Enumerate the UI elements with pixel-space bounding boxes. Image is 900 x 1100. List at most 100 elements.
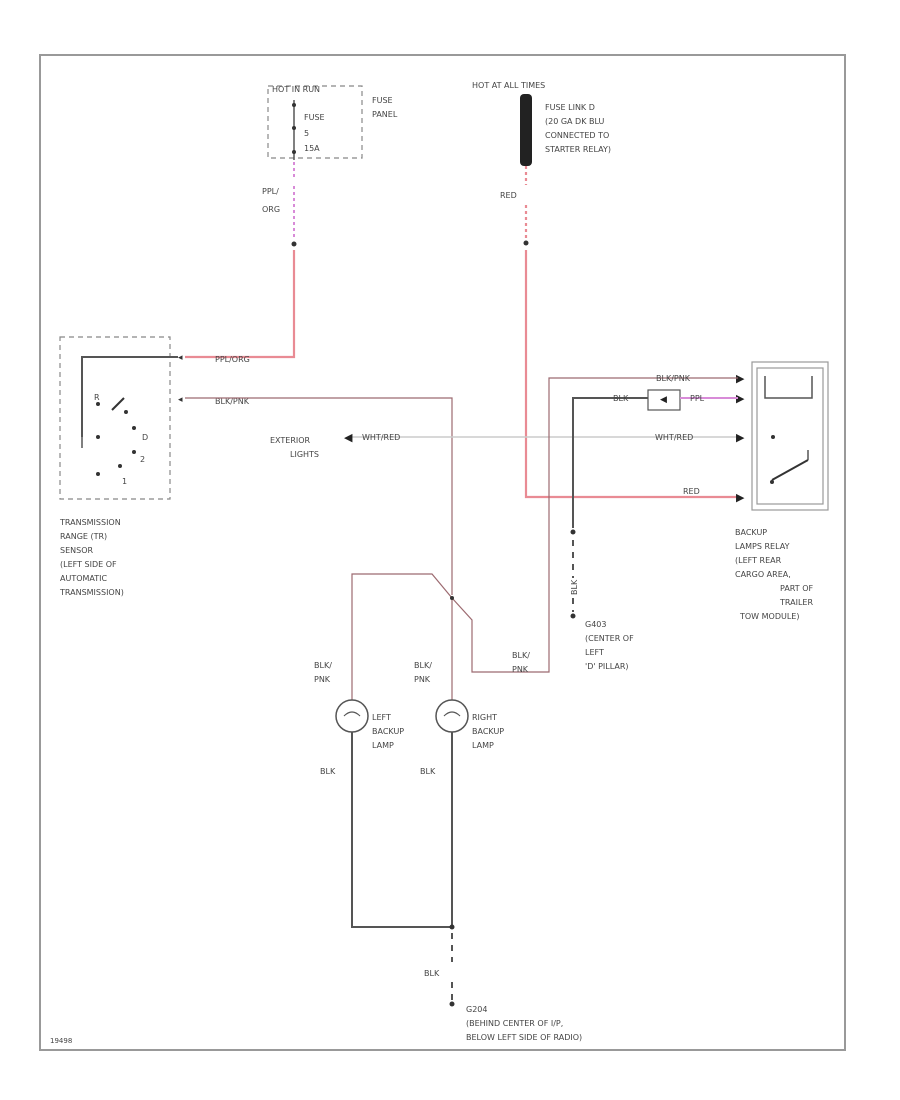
relay-label-1: LAMPS RELAY [735, 542, 790, 551]
relay-inner [756, 367, 824, 505]
exterior-lights-line1: EXTERIOR [270, 436, 311, 445]
right-lamp-line3: LAMP [472, 741, 494, 750]
wire-label-blk-right-lamp: BLK [420, 767, 436, 776]
wire-label-ppl-org-tr: PPL/ORG [215, 355, 250, 364]
wire-label-ppl-relay: PPL [690, 394, 705, 403]
wire-label-ppl-org-2: ORG [262, 205, 280, 214]
backup-lamps-relay: BACKUP LAMPS RELAY (LEFT REAR CARGO AREA… [735, 361, 829, 621]
left-lamp-line3: LAMP [372, 741, 394, 750]
relay-box [751, 361, 829, 511]
fuse-link-d-icon [520, 94, 532, 166]
fuse-link-line3: CONNECTED TO [545, 131, 609, 140]
exterior-lights-line2: LIGHTS [290, 450, 319, 459]
connector-arrow-icon: ◀ [660, 395, 667, 405]
ground-g403-icon [570, 613, 576, 619]
left-lamp-bulb-icon [335, 699, 369, 733]
connector-arrow-icon: ◀ [344, 431, 353, 444]
relay-label-4: PART OF [780, 584, 813, 593]
wire-label-blk-pnk-right-1: BLK/ [414, 661, 432, 670]
wire-red [524, 250, 738, 499]
wire-label-red-top: RED [500, 191, 517, 200]
tr-sensor: R D 2 1 TRANSMISSION RANGE (TR) SENSOR (… [59, 336, 178, 597]
wire-label-blk-pnk-join-2: PNK [512, 665, 529, 674]
wire-label-red-relay: RED [683, 487, 700, 496]
left-lamp-line1: LEFT [372, 713, 391, 722]
wire-blk-pnk-relay [451, 377, 738, 673]
left-backup-lamp: LEFT BACKUP LAMP [335, 699, 404, 750]
g403-label-3: 'D' PILLAR) [585, 662, 629, 671]
connector-arrow-icon: ◂ [178, 353, 183, 363]
connector-arrow-icon: ▶ [736, 392, 745, 405]
tr-sensor-label-1: RANGE (TR) [60, 532, 107, 541]
g403-label-2: LEFT [585, 648, 604, 657]
right-lamp-bulb-icon [435, 699, 469, 733]
wire-label-blk-vert: BLK [570, 579, 579, 595]
g204-line2: (BEHIND CENTER OF I/P, [466, 1019, 563, 1028]
g403-label-0: G403 [585, 620, 606, 629]
fuse-link-header: HOT AT ALL TIMES [472, 81, 545, 90]
diagram-frame [39, 54, 846, 1051]
tr-pin-1: 1 [122, 477, 127, 486]
tr-pin-d: D [142, 433, 148, 442]
ground-g204-icon [449, 1001, 455, 1007]
tr-pin-2: 2 [140, 455, 145, 464]
left-lamp-line2: BACKUP [372, 727, 404, 736]
relay-switch-icon [771, 459, 809, 481]
wire-label-blk-left-lamp: BLK [320, 767, 336, 776]
relay-label-0: BACKUP [735, 528, 767, 537]
g403-label-1: (CENTER OF [585, 634, 634, 643]
fuse-panel-name-2: PANEL [372, 110, 398, 119]
inline-connector-icon [647, 389, 681, 411]
tr-pin-r: R [94, 393, 100, 402]
relay-label-6: TOW MODULE) [739, 612, 799, 621]
wire-label-blk-pnk-left-2: PNK [314, 675, 331, 684]
wire-blk-pnk-left [351, 573, 453, 700]
wire-label-blk-pnk-join-1: BLK/ [512, 651, 530, 660]
right-lamp-line1: RIGHT [472, 713, 497, 722]
wire-label-ppl-org-1: PPL/ [262, 187, 279, 196]
connector-arrow-icon: ◂ [178, 395, 183, 405]
g204-line3: BELOW LEFT SIDE OF RADIO) [466, 1033, 582, 1042]
right-lamp-line2: BACKUP [472, 727, 504, 736]
right-backup-lamp: RIGHT BACKUP LAMP [435, 699, 504, 750]
wire-blk-lamps [351, 732, 452, 928]
relay-coil-icon [764, 376, 813, 399]
fuse-label: FUSE [304, 113, 325, 122]
tr-sensor-box [59, 336, 171, 500]
wire-label-blk-pnk-relay: BLK/PNK [656, 374, 691, 383]
tr-sensor-label-5: TRANSMISSION) [59, 588, 124, 597]
range-switch-contact-icon [111, 397, 125, 411]
relay-label-5: TRAILER [779, 598, 813, 607]
tr-sensor-label-3: (LEFT SIDE OF [60, 560, 117, 569]
g204-line1: G204 [466, 1005, 487, 1014]
connector-arrow-icon: ▶ [736, 431, 745, 444]
wire-blk [572, 397, 648, 528]
fuse-rating: 15A [304, 144, 320, 153]
wire-label-wht-red-right: WHT/RED [655, 433, 693, 442]
fuse-panel-name-1: FUSE [372, 96, 393, 105]
wire-ppl-org [185, 250, 296, 359]
wire-label-blk-ground: BLK [424, 969, 440, 978]
connector-arrow-icon: ▶ [736, 491, 745, 504]
diagram-code: 19498 [50, 1037, 72, 1045]
wire-blk-pnk-tr [185, 397, 453, 595]
fuse-number: 5 [304, 129, 309, 138]
fuse-panel: HOT IN RUN FUSE 5 15A FUSE PANEL [267, 85, 398, 160]
relay-label-2: (LEFT REAR [735, 556, 782, 565]
relay-label-3: CARGO AREA, [735, 570, 791, 579]
tr-sensor-label-0: TRANSMISSION [59, 518, 121, 527]
tr-sensor-label-4: AUTOMATIC [60, 574, 108, 583]
fuse-panel-box [267, 85, 363, 159]
fuse-link-line4: STARTER RELAY) [545, 145, 611, 154]
tr-sensor-label-2: SENSOR [60, 546, 93, 555]
fuse-link-line2: (20 GA DK BLU [545, 117, 605, 126]
connector-arrow-icon: ▶ [736, 372, 745, 385]
wire-label-blk-pnk-right-2: PNK [414, 675, 431, 684]
wire-label-blk-pnk-left-1: BLK/ [314, 661, 332, 670]
fuse-link: HOT AT ALL TIMES FUSE LINK D (20 GA DK B… [472, 81, 611, 166]
wire-label-wht-red-left: WHT/RED [362, 433, 400, 442]
wire-label-blk-pnk-tr: BLK/PNK [215, 397, 250, 406]
wire-label-blk-relay: BLK [613, 394, 629, 403]
fuse-panel-header: HOT IN RUN [272, 85, 320, 94]
